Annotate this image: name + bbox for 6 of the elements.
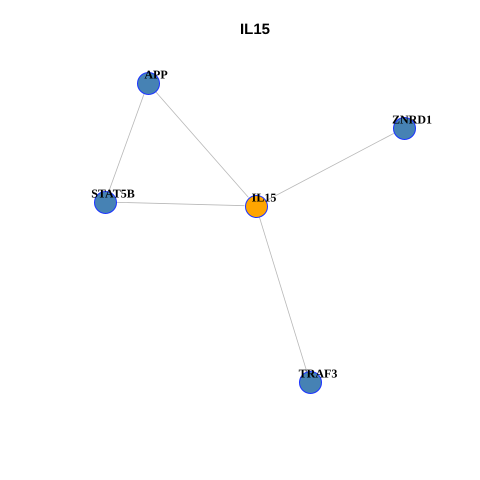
edge-line bbox=[155, 91, 249, 198]
chart-title: IL15 bbox=[238, 21, 271, 39]
edge-line bbox=[258, 216, 308, 372]
edge-line bbox=[108, 93, 144, 192]
edge-line bbox=[116, 202, 245, 206]
edge-line bbox=[266, 132, 394, 202]
